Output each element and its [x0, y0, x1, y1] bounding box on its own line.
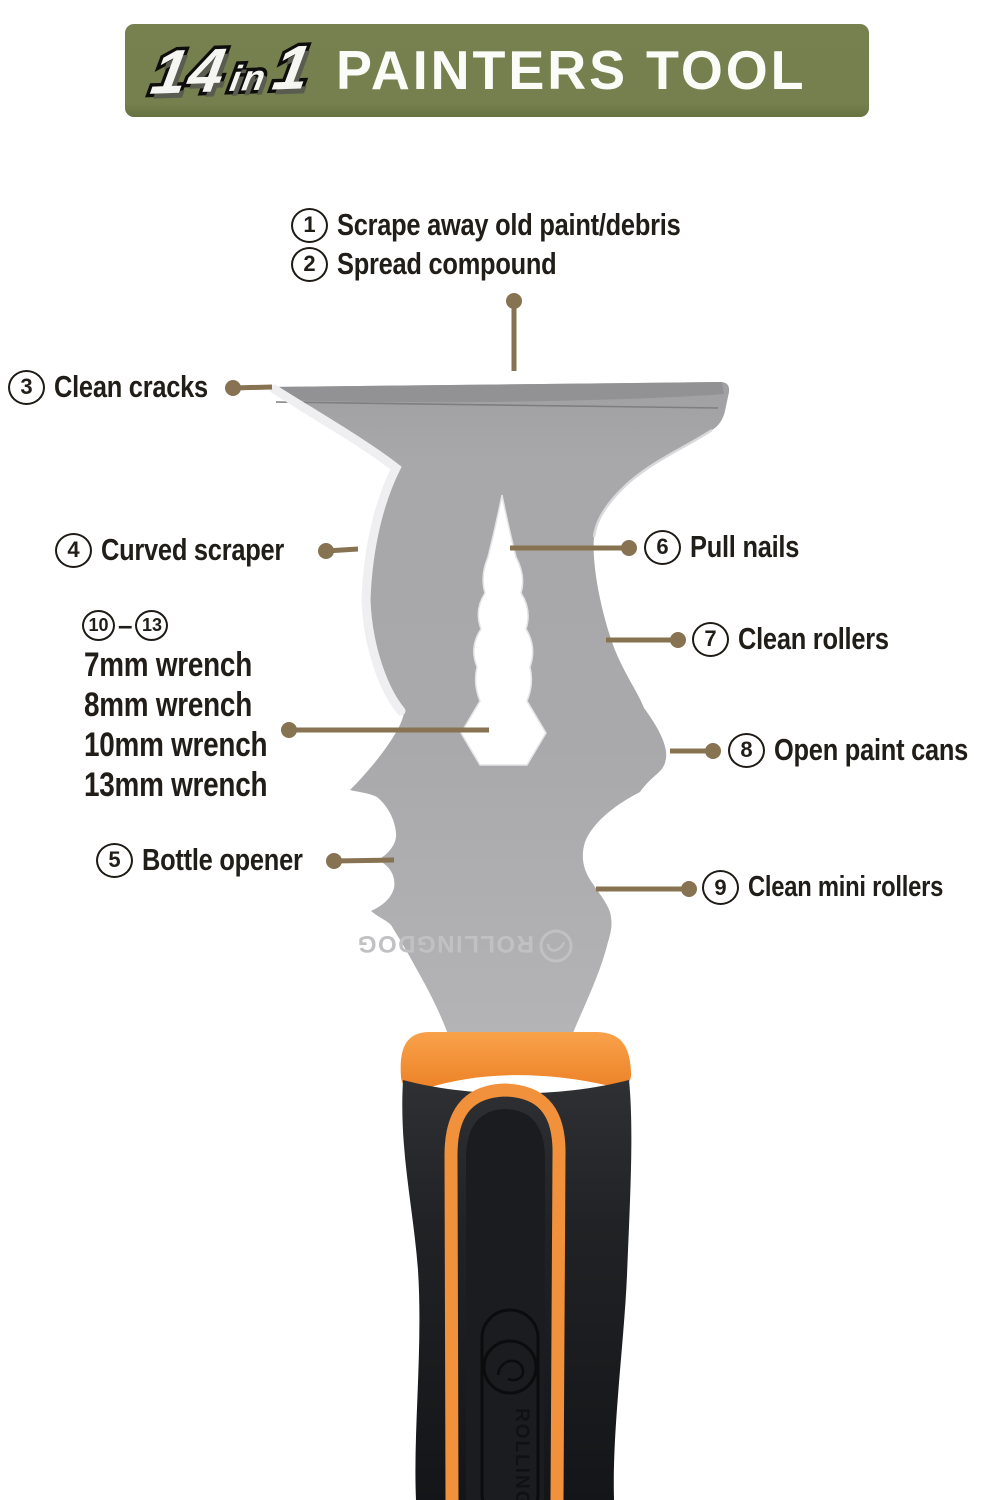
right-cove-highlight	[592, 428, 713, 538]
page-title: PAINTERS TOOL	[336, 39, 807, 101]
wrench-range-start: 10	[82, 610, 115, 641]
connector-dot-9	[681, 881, 697, 897]
wrench-item-13mm: 13mm wrench	[84, 766, 268, 804]
handle-grip-pad	[466, 1109, 545, 1500]
nail-puller-hex-cutout	[460, 494, 547, 766]
callout-6-number: 6	[644, 529, 681, 565]
callout-3: 3 Clean cracks	[8, 369, 242, 405]
wrench-item-8mm: 8mm wrench	[84, 686, 252, 724]
badge-number-right: 1	[265, 29, 321, 106]
handle-orange-stripe	[444, 1083, 566, 1500]
callout-7-number: 7	[692, 621, 729, 657]
grip-brand-text: ROLLINGDOG	[511, 1408, 532, 1500]
connector-line-5	[333, 857, 395, 864]
callout-5-label: Bottle opener	[142, 842, 303, 877]
callout-2-number: 2	[291, 246, 328, 282]
wrench-item-7mm: 7mm wrench	[84, 646, 252, 684]
metal-brand-logo: ROLLINGDOG	[356, 929, 573, 963]
callout-1-label: Scrape away old paint/debris	[337, 207, 681, 242]
blade-top-bevel	[270, 382, 724, 403]
metal-brand-text: ROLLINGDOG	[356, 930, 534, 957]
callout-3-label: Clean cracks	[54, 369, 208, 404]
curved-scraper-edge	[269, 384, 406, 716]
callout-8-number: 8	[728, 732, 765, 768]
callout-5-number: 5	[96, 842, 133, 878]
callout-wrench-range: 10 – 13	[82, 610, 169, 641]
callout-4: 4 Curved scraper	[55, 532, 324, 568]
connector-lines	[225, 293, 721, 897]
grip-logo-plate	[480, 1308, 540, 1500]
connector-dot-8	[705, 743, 721, 759]
grip-logo-swirl	[496, 1359, 525, 1382]
callout-6: 6 Pull nails	[644, 529, 823, 565]
wrench-list: 7mm wrench 8mm wrench 10mm wrench 13mm w…	[84, 645, 307, 805]
count-badge: 14 in 1	[143, 29, 321, 111]
wrench-item-10mm: 10mm wrench	[84, 726, 268, 764]
callout-2-label: Spread compound	[337, 246, 557, 281]
callout-1-number: 1	[291, 207, 328, 243]
title-banner: 14 in 1 PAINTERS TOOL	[125, 24, 869, 117]
blade-bevel-line	[275, 401, 719, 409]
badge-word-in: in	[223, 53, 274, 102]
callout-4-label: Curved scraper	[101, 532, 285, 567]
callout-6-label: Pull nails	[690, 529, 800, 564]
callout-7-label: Clean rollers	[738, 621, 889, 656]
wrench-range-dash: –	[118, 610, 133, 640]
callout-9: 9 Clean mini rollers	[702, 870, 986, 905]
callout-9-number: 9	[702, 870, 739, 905]
grip-logo-circle-icon	[482, 1339, 538, 1395]
callout-8-label: Open paint cans	[774, 732, 969, 767]
callout-5: 5 Bottle opener	[96, 842, 338, 878]
handle-collar	[400, 1032, 632, 1091]
badge-number-left: 14	[143, 32, 236, 111]
callout-9-label: Clean mini rollers	[748, 871, 944, 903]
brand-swirl-stroke	[546, 941, 566, 952]
brand-swirl-icon	[539, 929, 573, 963]
connector-dot-6	[621, 540, 637, 556]
callout-4-number: 4	[55, 532, 92, 568]
connector-line-4	[325, 546, 359, 554]
connector-dot-top	[506, 293, 522, 309]
callout-2: 2 Spread compound	[291, 246, 605, 282]
callout-3-number: 3	[8, 369, 45, 405]
wrench-range-end: 13	[135, 610, 169, 641]
connector-dot-7	[670, 632, 686, 648]
callout-8: 8 Open paint cans	[728, 732, 991, 768]
callout-1: 1 Scrape away old paint/debris	[291, 207, 756, 243]
connector-line-3	[232, 384, 273, 391]
callout-7: 7 Clean rollers	[692, 621, 922, 657]
